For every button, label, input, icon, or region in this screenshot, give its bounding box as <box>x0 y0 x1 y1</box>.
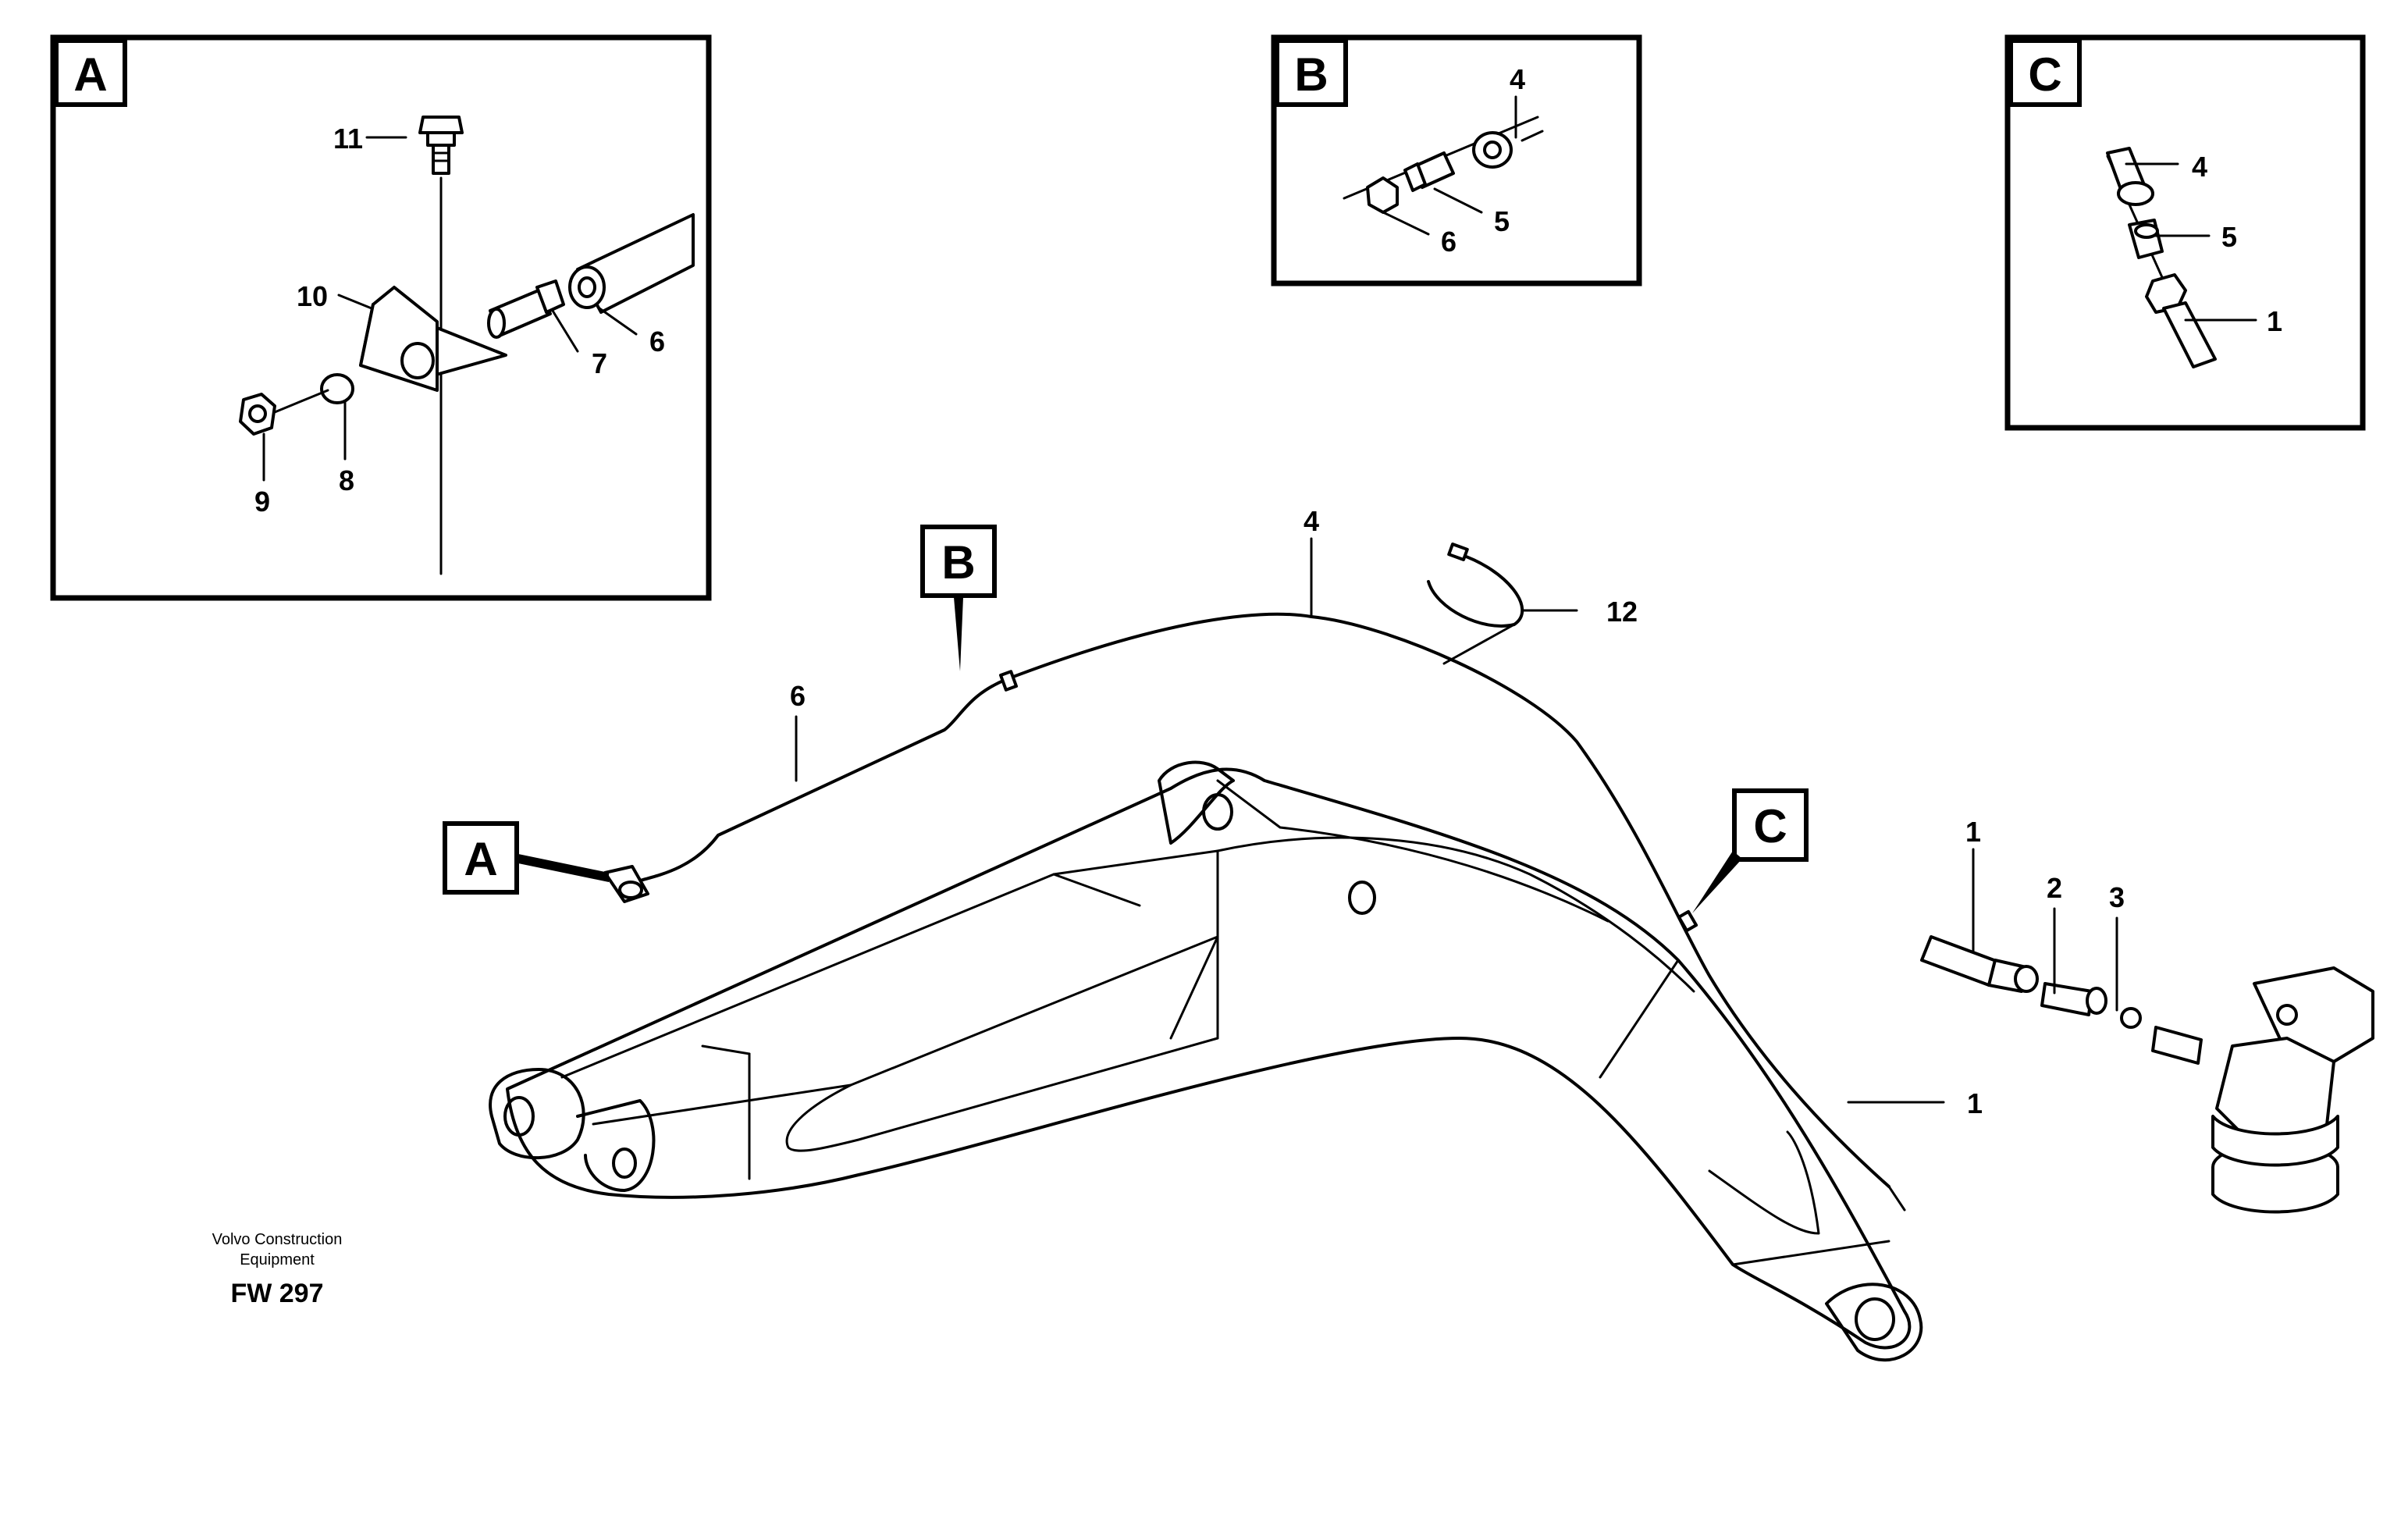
hose-route <box>638 612 1890 1188</box>
detail-a-tag: A <box>73 48 107 101</box>
fitting-7 <box>487 279 565 339</box>
fitting-b-5 <box>1403 151 1455 192</box>
label-b-5: 5 <box>1494 205 1510 237</box>
washer-8 <box>320 373 354 404</box>
label-c-5: 5 <box>2221 221 2237 253</box>
label-main-4: 4 <box>1304 505 1319 537</box>
nut-9 <box>239 393 276 436</box>
footer-line1: Volvo Construction <box>212 1231 343 1248</box>
detail-b-panel: B 4 5 6 <box>1271 34 1642 286</box>
main-tag-c: C <box>1692 788 1809 913</box>
detail-a-panel: A <box>50 34 712 601</box>
nut-b-6 <box>1366 176 1399 214</box>
label-main-12: 12 <box>1606 596 1638 628</box>
label-main-1-boom: 1 <box>1967 1087 1983 1119</box>
label-a-8: 8 <box>339 464 354 496</box>
clamp-a <box>603 865 649 903</box>
label-c-4: 4 <box>2192 151 2207 183</box>
svg-text:B: B <box>941 536 975 589</box>
drawing-code: FW 297 <box>230 1279 323 1308</box>
main-tag-a: A <box>443 821 609 895</box>
nut-c-1 <box>2145 273 2217 368</box>
swivel-parts <box>1920 935 2374 1214</box>
hose-b-4 <box>1472 131 1513 169</box>
label-a-6: 6 <box>649 326 665 358</box>
detail-c-panel: C 4 5 1 <box>2004 34 2366 431</box>
label-swivel-3: 3 <box>2109 881 2125 913</box>
detail-c-tag: C <box>2028 48 2061 101</box>
hose-12 <box>1427 553 1524 628</box>
detail-b-tag: B <box>1294 48 1328 101</box>
label-c-1: 1 <box>2267 305 2282 337</box>
fitting-c-5 <box>2128 219 2164 259</box>
label-a-9: 9 <box>254 486 270 518</box>
label-main-6: 6 <box>790 680 806 712</box>
label-swivel-1: 1 <box>1965 816 1981 848</box>
label-a-11: 11 <box>333 123 363 155</box>
footer-line2: Equipment <box>240 1251 315 1268</box>
svg-text:C: C <box>1753 800 1787 852</box>
label-b-6: 6 <box>1441 226 1457 258</box>
hose-6 <box>568 213 695 314</box>
label-swivel-2: 2 <box>2047 872 2062 904</box>
main-tag-b: B <box>920 525 997 671</box>
label-a-7: 7 <box>592 347 607 379</box>
boom <box>489 760 1923 1362</box>
svg-text:A: A <box>464 833 497 885</box>
hose-c-4 <box>2106 147 2154 206</box>
bolt-11 <box>418 116 464 175</box>
label-b-4: 4 <box>1510 63 1525 95</box>
label-a-10: 10 <box>297 280 328 312</box>
